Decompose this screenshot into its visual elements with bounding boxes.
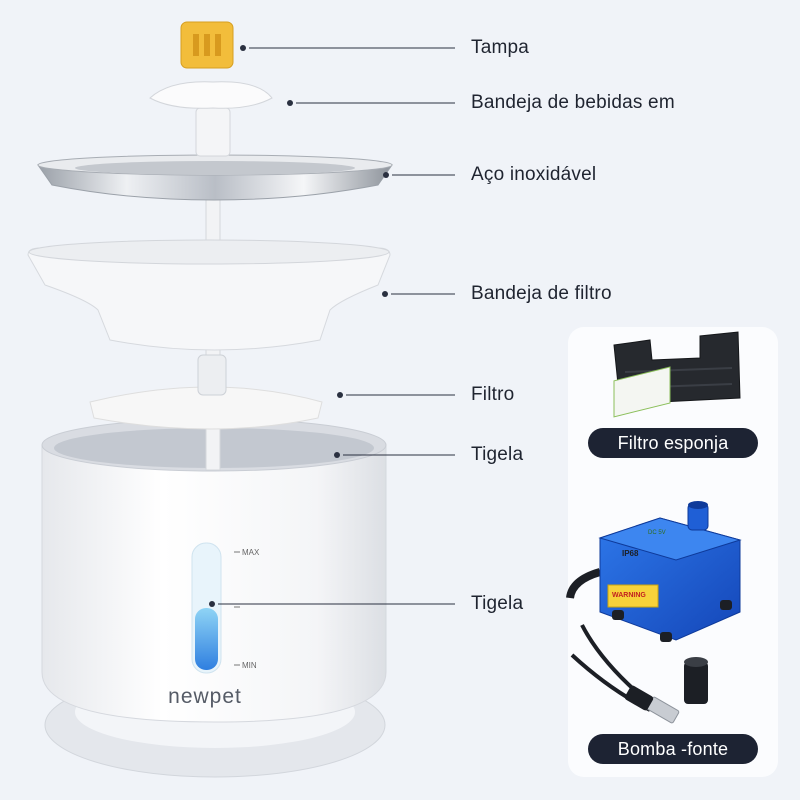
nozzle-adapter-top [684,657,708,667]
leader-dot-bandeja-filtro [382,291,388,297]
cap-slot-3 [215,34,221,56]
label-tigela-bottom: Tigela [471,593,524,614]
nozzle-adapter [684,662,708,704]
pump-top-face [598,517,742,561]
flower-top [149,81,273,109]
pump-label-sticker [613,366,671,418]
leader-dot-tampa [240,45,246,51]
leader-dot-bandeja-bebidas [287,100,293,106]
leader-dot-filtro [337,392,343,398]
water-level-fill [195,608,218,670]
label-bandeja-bebidas: Bandeja de bebidas em [471,92,675,113]
pump-rating-text: IP68 [622,549,639,558]
filter-ring [89,386,323,430]
sponge-filter-badge: Filtro esponja [588,428,758,458]
pump-foot-1 [612,610,624,620]
pump-foot-2 [660,632,672,642]
min-label: MIN [242,661,257,670]
cap-slot-1 [193,34,199,56]
label-tampa: Tampa [471,37,530,58]
cap-slot-2 [204,34,210,56]
label-tigela-top: Tigela [471,444,524,465]
label-filtro: Filtro [471,384,515,405]
leader-dot-aco [383,172,389,178]
pump-voltage-text: DC 5V [648,530,666,536]
max-label: MAX [242,548,260,557]
pump-warning-text: WARNING [612,592,646,599]
steel-tray-well [75,161,355,175]
leader-dot-tigela-2 [209,601,215,607]
pump-badge: Bomba -fonte [588,734,758,764]
usb-plug-body [624,685,654,711]
label-bandeja-filtro: Bandeja de filtro [471,283,612,304]
pump-cable-left [566,568,602,599]
pump-outlet-top [688,501,708,509]
label-aco-inoxidavel: Aço inoxidável [471,164,597,185]
pump-foot-3 [720,600,732,610]
pump-connector [197,354,227,396]
pump-warning-sticker [607,584,659,608]
filter-tray-rim [28,239,390,265]
leader-dot-tigela-1 [334,452,340,458]
brand-logo: newpet [168,685,242,708]
